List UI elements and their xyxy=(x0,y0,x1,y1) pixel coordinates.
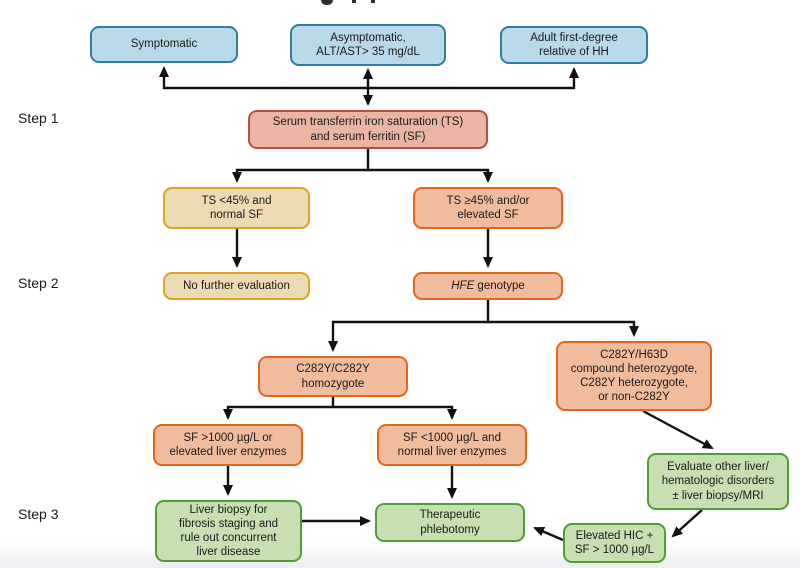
node-no-further-evaluation: No further evaluation xyxy=(163,272,310,300)
edge-compound-to-evaluate xyxy=(642,409,714,450)
edge-evaluate-to-elevated-hic xyxy=(671,509,703,538)
node-ts-normal: TS <45% and normal SF xyxy=(163,187,310,229)
node-evaluate-other: Evaluate other liver/ hematologic disord… xyxy=(647,453,789,510)
node-sf-low: SF <1000 µg/L and normal liver enzymes xyxy=(377,424,527,466)
node-liver-biopsy: Liver biopsy for fibrosis staging and ru… xyxy=(155,500,302,562)
hfe-genotype-rest: genotype xyxy=(474,279,525,292)
cropped-title-fragment xyxy=(352,0,356,3)
hfe-gene-symbol: HFE xyxy=(451,279,475,292)
step-3-label: Step 3 xyxy=(18,506,59,522)
node-c282y-homozygote: C282Y/C282Y homozygote xyxy=(258,356,408,397)
node-sf-high: SF >1000 µg/L or elevated liver enzymes xyxy=(153,424,303,466)
node-elevated-hic: Elevated HIC + SF > 1000 µg/L xyxy=(563,523,666,563)
cropped-title-fragment xyxy=(321,0,333,5)
page-bottom-band xyxy=(0,542,800,568)
node-therapeutic-phlebotomy: Therapeutic phlebotomy xyxy=(375,503,525,542)
node-compound-heterozygote: C282Y/H63D compound heterozygote, C282Y … xyxy=(556,341,712,411)
node-adult-relative: Adult first-degree relative of HH xyxy=(500,26,648,64)
node-asymptomatic: Asymptomatic, ALT/AST> 35 mg/dL xyxy=(290,24,446,66)
node-symptomatic: Symptomatic xyxy=(90,26,238,63)
hfe-genotype-label: HFE genotype xyxy=(451,279,525,293)
node-ts-elevated: TS ≥45% and/or elevated SF xyxy=(413,187,563,229)
step-1-label: Step 1 xyxy=(18,110,59,126)
node-serum-ts-sf: Serum transferrin iron saturation (TS) a… xyxy=(248,110,488,149)
edge-elevated-hic-to-phlebotomy xyxy=(533,526,564,542)
step-2-label: Step 2 xyxy=(18,275,59,291)
node-hfe-genotype: HFE genotype xyxy=(413,272,563,300)
cropped-title-fragment xyxy=(371,0,375,3)
